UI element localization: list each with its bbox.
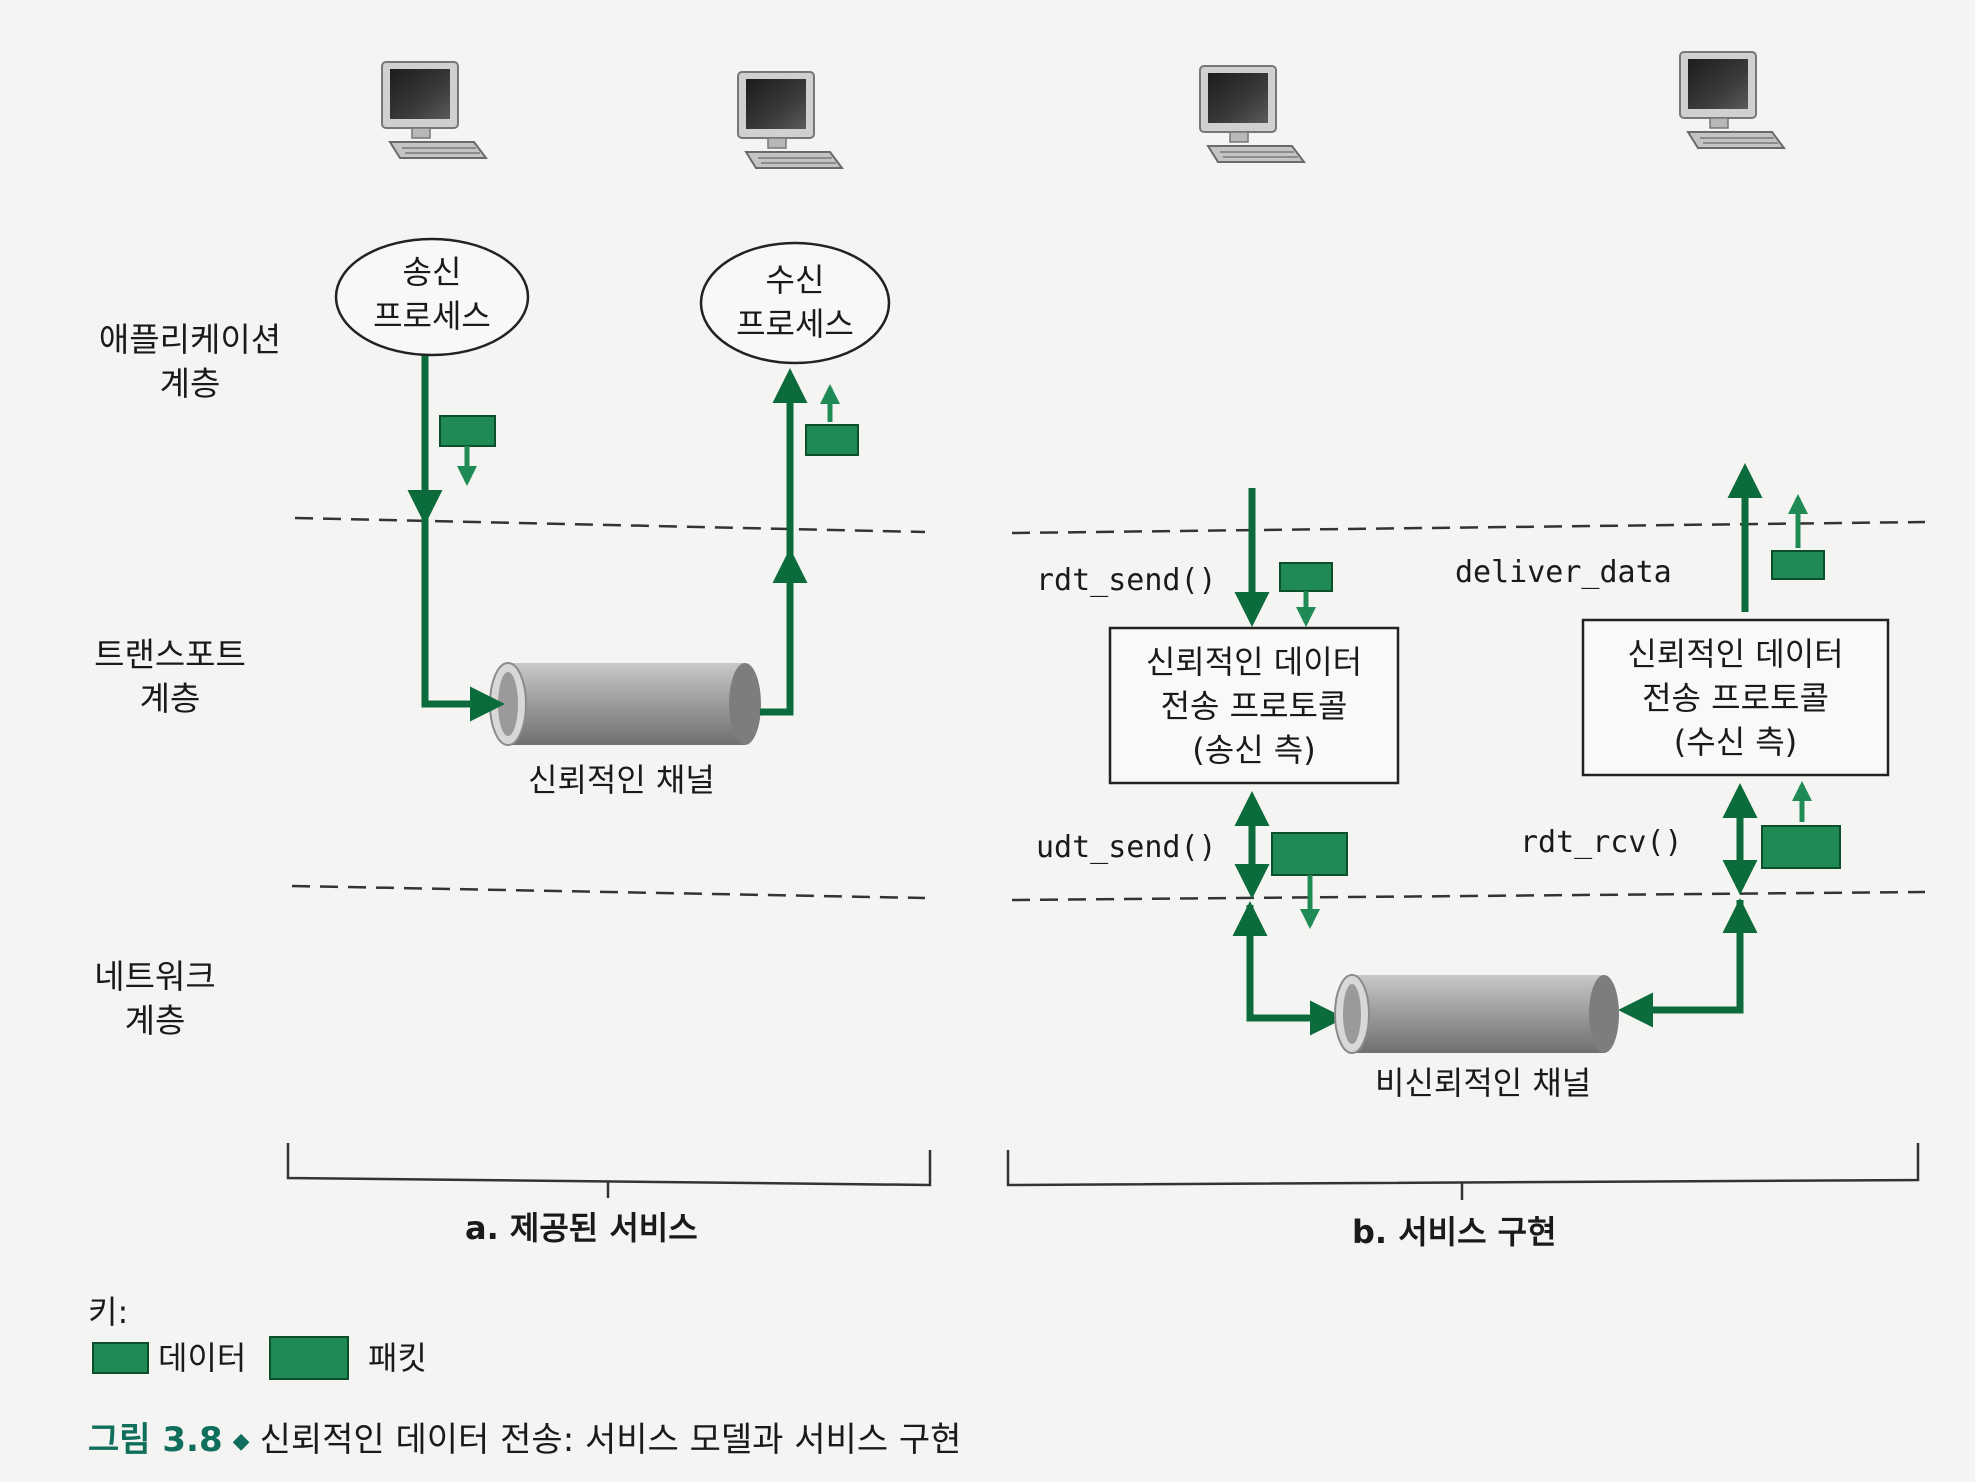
reliable-channel-pipe	[489, 662, 761, 746]
key-packet-swatch	[269, 1336, 349, 1380]
data-block-deliver	[1771, 494, 1825, 580]
part-b-caption: b. 서비스 구현	[1352, 1213, 1557, 1251]
data-block-rdt-send	[1279, 562, 1333, 627]
key-packet-label: 패킷	[368, 1339, 427, 1377]
packet-block-rdt-rcv	[1761, 781, 1841, 869]
figure-number: 그림 3.8	[88, 1420, 223, 1460]
application-layer-label: 애플리케이션 계층	[98, 320, 282, 403]
layer-boundary-app-transport-a	[294, 516, 926, 534]
rdt-sender-box-label: 신뢰적인 데이터 전송 프로토콜 (송신 측)	[1145, 643, 1363, 769]
data-block-send-a	[439, 415, 496, 486]
key-data-label: 데이터	[158, 1339, 247, 1377]
layer-boundary-app-transport-b	[1011, 520, 1926, 535]
figure-caption-text: 신뢰적인 데이터 전송: 서비스 모델과 서비스 구현	[259, 1420, 962, 1460]
figure-caption: 그림 3.8 ◆ 신뢰적인 데이터 전송: 서비스 모델과 서비스 구현	[88, 1418, 961, 1464]
transport-layer-label: 트랜스포트 계층	[94, 635, 246, 718]
receiver-host-b-icon	[1679, 51, 1785, 149]
sender-process-label: 송신 프로세스	[373, 253, 491, 335]
bracket-part-b	[1006, 1143, 1920, 1187]
receive-path-arrow	[760, 368, 808, 716]
receiver-process-ellipse	[699, 241, 891, 365]
key-title: 키:	[88, 1293, 129, 1331]
channel-to-receiver-arrow	[1618, 900, 1744, 1028]
rdt-sender-box	[1108, 626, 1400, 785]
part-a-caption: a. 제공된 서비스	[465, 1209, 698, 1247]
sender-process-ellipse	[334, 237, 530, 357]
key-data-swatch	[92, 1342, 149, 1374]
deliver-data-label: deliver_data	[1455, 555, 1672, 590]
network-layer-label: 네트워크 계층	[94, 957, 216, 1040]
data-block-receive-a	[805, 384, 859, 456]
caption-bullet-icon: ◆	[232, 1428, 250, 1454]
rdt-receiver-box-label: 신뢰적인 데이터 전송 프로토콜 (수신 측)	[1627, 635, 1844, 761]
layer-boundary-transport-network-a	[291, 884, 926, 900]
sender-host-b-icon	[1199, 65, 1305, 163]
rdt-send-label: rdt_send()	[1036, 563, 1217, 598]
unreliable-channel-label: 비신뢰적인 채널	[1375, 1064, 1592, 1102]
network-send-path	[1246, 905, 1338, 1022]
sender-host-a-icon	[381, 61, 487, 159]
rdt-rcv-label: rdt_rcv()	[1520, 825, 1683, 860]
layer-boundary-transport-network-b	[1011, 890, 1926, 902]
packet-block-udt-send	[1271, 832, 1348, 929]
rdt-receiver-box	[1581, 618, 1890, 777]
send-path-arrow	[421, 356, 505, 722]
receiver-process-label: 수신 프로세스	[736, 261, 854, 343]
udt-send-label: udt_send()	[1036, 830, 1217, 865]
bracket-part-a	[286, 1143, 932, 1187]
receiver-host-a-icon	[737, 71, 843, 169]
unreliable-channel-pipe	[1334, 974, 1619, 1054]
reliable-channel-label: 신뢰적인 채널	[528, 761, 715, 799]
